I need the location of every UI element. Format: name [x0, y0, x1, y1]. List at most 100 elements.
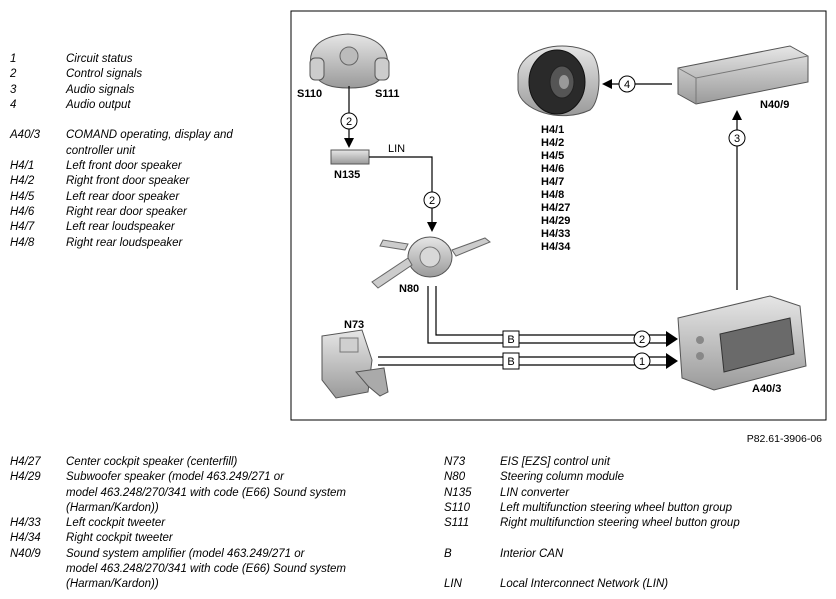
- bus-b-label: B: [507, 356, 514, 368]
- legend-code: B: [444, 547, 452, 560]
- label-n80: N80: [399, 283, 419, 295]
- legend-description: Right multifunction steering wheel butto…: [500, 517, 740, 530]
- legend-row: B Interior CAN: [444, 547, 824, 562]
- label-n40-9: N40/9: [760, 99, 789, 111]
- legend-description: EIS [EZS] control unit: [500, 456, 610, 468]
- legend-row: S111 Right multifunction steering wheel b…: [444, 516, 824, 531]
- diagram-frame: [290, 10, 827, 421]
- signal-circle-1: [633, 352, 651, 370]
- legend-code: H4/34: [10, 532, 41, 545]
- wiring-diagram: S110 S111 2 N135 LIN 2 N80 B 2 N73 B 1: [290, 10, 827, 421]
- n80-image: [371, 236, 491, 289]
- legend-description: Right rear loudspeaker: [66, 236, 183, 249]
- legend-row: H4/7 Left rear loudspeaker: [10, 220, 290, 235]
- legend-description: Subwoofer speaker (model 463.249/271 or …: [66, 471, 347, 514]
- legend-code: H4/7: [10, 221, 35, 234]
- speaker-image: [517, 45, 600, 117]
- legend-code: H4/6: [10, 205, 35, 218]
- legend-code: A40/3: [10, 129, 41, 142]
- legend-row: A40/3 COMAND operating, display and contr…: [10, 128, 290, 159]
- legend-code: H4/2: [10, 175, 35, 188]
- legend-description: Left rear door speaker: [66, 190, 180, 203]
- legend-top: 1 Circuit status 2 Control signals 3 Audio si…: [10, 52, 290, 251]
- signal-number: 1: [639, 356, 645, 368]
- legend-description: Steering column module: [500, 471, 625, 484]
- legend-code: H4/29: [10, 471, 41, 484]
- legend-code: 2: [10, 68, 17, 81]
- legend-description: Left rear loudspeaker: [66, 221, 175, 234]
- legend-row: H4/33 Left cockpit tweeter: [10, 516, 430, 531]
- legend-code: H4/33: [10, 517, 41, 530]
- legend-description: Left front door speaker: [66, 160, 182, 173]
- signal-number: 2: [346, 116, 352, 128]
- legend-description: Local Interconnect Network (LIN): [500, 578, 669, 591]
- legend-description: Interior CAN: [500, 547, 564, 560]
- steering-wheel-image: [309, 33, 390, 89]
- legend-bottom-left: H4/27 Center cockpit speaker (centerfill)…: [10, 455, 430, 593]
- legend-description: Sound system amplifier (model 463.249/27…: [66, 547, 347, 591]
- signal-circle-2: [633, 330, 651, 348]
- legend-row: 4 Audio output: [10, 98, 290, 113]
- legend-row: N80 Steering column module: [444, 470, 824, 485]
- signal-circle-2: [340, 112, 358, 130]
- legend-code: 3: [10, 83, 17, 96]
- legend-row: H4/5 Left rear door speaker: [10, 190, 290, 205]
- legend-row: H4/1 Left front door speaker: [10, 159, 290, 174]
- label-lin: LIN: [388, 143, 405, 155]
- legend-code: 4: [10, 98, 17, 111]
- legend-row: H4/29 Subwoofer speaker (model 463.249/27…: [10, 470, 430, 516]
- legend-description: Control signals: [66, 68, 143, 81]
- n135-image: [330, 149, 370, 165]
- legend-code: LIN: [444, 578, 462, 591]
- n73-image: [321, 329, 389, 399]
- label-n135: N135: [334, 169, 360, 181]
- legend-row: N135 LIN converter: [444, 486, 824, 501]
- signal-circle-2: [423, 191, 441, 209]
- signal-number: 4: [624, 79, 630, 91]
- signal-number: 2: [429, 195, 435, 207]
- signal-number: 3: [734, 133, 740, 145]
- legend-description: Right cockpit tweeter: [66, 532, 173, 545]
- speaker-labels: H4/1 H4/2 H4/5 H4/6 H4/7 H4/8 H4/27 H4/2…: [541, 124, 573, 253]
- signal-number: 2: [639, 334, 645, 346]
- legend-description: LIN converter: [500, 486, 570, 499]
- legend-description: Left cockpit tweeter: [66, 517, 166, 530]
- legend-code: H4/1: [10, 160, 35, 173]
- legend-row: 3 Audio signals: [10, 83, 290, 98]
- legend-row: N40/9 Sound system amplifier (model 463.2…: [10, 547, 430, 593]
- label-n73: N73: [344, 319, 364, 331]
- legend-code: 1: [10, 53, 17, 65]
- legend-row: H4/6 Right rear door speaker: [10, 205, 290, 220]
- legend-description: Audio output: [66, 98, 131, 111]
- label-s111: S111: [375, 88, 399, 100]
- legend-description: Left multifunction steering wheel button…: [500, 501, 733, 514]
- bus-b-box: [502, 352, 520, 370]
- a40-3-image: [677, 295, 807, 391]
- legend-row: [444, 531, 824, 546]
- legend-description: Right rear door speaker: [66, 205, 187, 218]
- legend-code: N80: [444, 471, 466, 484]
- legend-description: Audio signals: [66, 83, 135, 96]
- legend-code: H4/27: [10, 456, 41, 468]
- bus-b-label: B: [507, 334, 514, 346]
- legend-code: N135: [444, 486, 472, 499]
- legend-row: 1 Circuit status: [10, 52, 290, 67]
- legend-code: H4/5: [10, 190, 35, 203]
- legend-description: COMAND operating, display and controller…: [66, 129, 233, 157]
- legend-row: 2 Control signals: [10, 67, 290, 82]
- signal-circle-4: [618, 75, 636, 93]
- legend-row: H4/27 Center cockpit speaker (centerfill): [10, 455, 430, 470]
- legend-row: [444, 562, 824, 577]
- legend-code: S111: [444, 517, 470, 530]
- figure-reference: P82.61-3906-06: [746, 433, 822, 445]
- legend-description: Circuit status: [66, 53, 133, 65]
- legend-code: N40/9: [10, 547, 41, 560]
- legend-description: Center cockpit speaker (centerfill): [66, 456, 238, 468]
- bus-b-box: [502, 330, 520, 348]
- label-a40-3: A40/3: [752, 383, 781, 395]
